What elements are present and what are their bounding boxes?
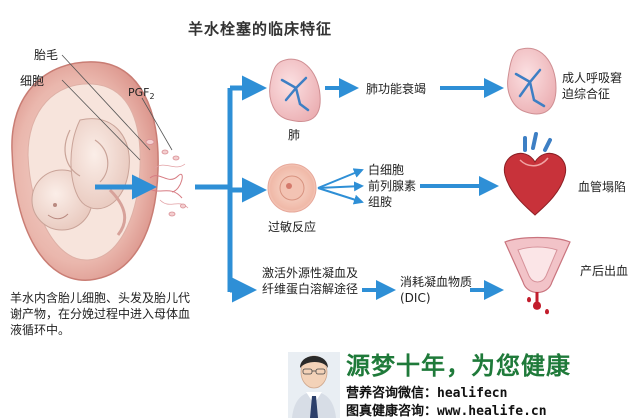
- ards-label: 成人呼吸窘迫综合征: [562, 70, 622, 102]
- doctor-avatar: [288, 352, 340, 418]
- lung-illustration: [269, 58, 321, 122]
- lung-label: 肺: [288, 128, 301, 142]
- lung-failure-label: 肺功能衰竭: [366, 82, 427, 96]
- label-hair: 胎毛: [34, 48, 59, 62]
- ards-label-text: 成人呼吸窘迫综合征: [562, 71, 623, 101]
- allergy-label: 过敏反应: [268, 220, 317, 234]
- dic-label-text: 消耗凝血物质(DIC): [400, 275, 473, 305]
- postpartum-hemorrhage-label: 产后出血: [580, 264, 629, 278]
- allergy-cell-illustration: [267, 163, 317, 213]
- label-pgf-text: PGF: [128, 86, 150, 99]
- uterus-bleeding-illustration: [504, 236, 571, 315]
- mediator-prostaglandin: 前列腺素: [368, 179, 417, 193]
- hair-pointer-line: [61, 54, 151, 151]
- coagulation-step-text: 激活外源性凝血及纤维蛋白溶解途径: [262, 266, 359, 296]
- coagulation-step-label: 激活外源性凝血及纤维蛋白溶解途径: [262, 265, 358, 297]
- mediator-leukocyte: 白细胞: [368, 163, 405, 177]
- pgf-pointer-line: [141, 97, 173, 151]
- mediator-histamine: 组胺: [368, 195, 393, 209]
- dic-label: 消耗凝血物质(DIC): [400, 274, 473, 306]
- amniotic-particles: [145, 139, 189, 217]
- ards-lung-illustration: [507, 47, 557, 115]
- banner-wechat: 营养咨询微信：healifecn: [346, 386, 508, 401]
- arrow-to-histamine: [317, 187, 364, 205]
- mediator-list: 白细胞 前列腺素 组胺: [368, 162, 416, 210]
- uterus-fetus-illustration: [11, 61, 159, 281]
- womb-caption: 羊水内含胎儿细胞、头发及胎儿代谢产物，在分娩过程中进入母体血液循环中。: [10, 291, 191, 337]
- banner-website: 图真健康咨询：www.healife.cn: [346, 404, 547, 419]
- vascular-collapse-label: 血管塌陷: [578, 180, 627, 194]
- cell-pointer-line: [61, 79, 141, 161]
- arrow-to-leukocyte: [317, 168, 364, 189]
- diagram-title: 羊水栓塞的临床特征: [188, 20, 333, 38]
- heart-illustration: [503, 132, 567, 216]
- label-cell: 细胞: [20, 74, 45, 88]
- label-pgf-sub: 2: [149, 92, 155, 102]
- banner-slogan: 源梦十年，为您健康: [346, 351, 571, 380]
- arrow-to-prostaglandin: [317, 181, 364, 192]
- label-pgf: PGF2: [128, 86, 155, 101]
